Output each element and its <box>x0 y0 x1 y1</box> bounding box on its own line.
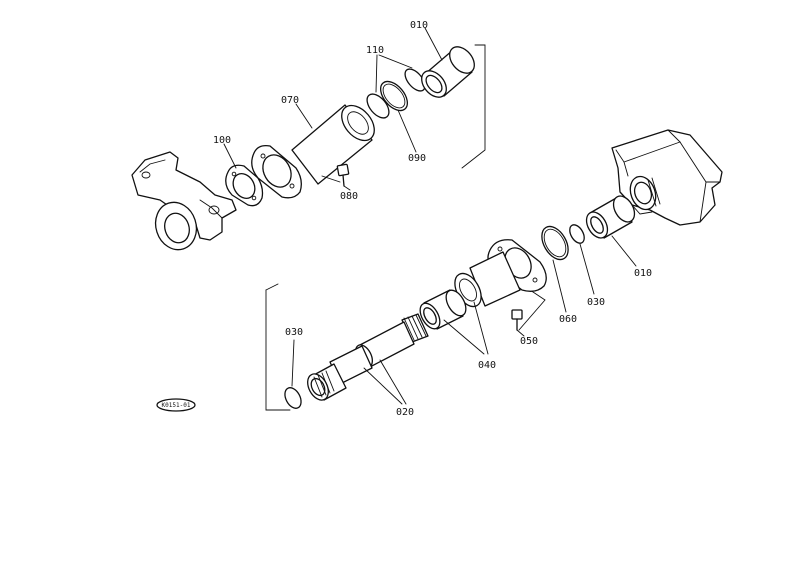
needle-bearing-010-top <box>421 46 475 98</box>
o-ring-060 <box>541 225 569 261</box>
snap-ring-030-left <box>284 387 302 409</box>
o-ring-090 <box>380 80 408 112</box>
callout-010-right: 010 <box>634 268 652 279</box>
callout-010-top: 010 <box>410 20 428 31</box>
axle-housing-bracket <box>131 151 237 251</box>
callout-080: 080 <box>340 191 358 202</box>
gearbox-housing <box>611 129 723 226</box>
sleeve-040 <box>419 289 467 330</box>
callout-050: 050 <box>520 336 538 347</box>
figure-code-badge: K0151-01 <box>156 398 196 412</box>
callout-100: 100 <box>213 135 231 146</box>
needle-bearing-010-right <box>585 195 636 239</box>
callout-060: 060 <box>559 314 577 325</box>
callout-090: 090 <box>408 153 426 164</box>
callout-labels: 010 110 070 100 090 080 010 030 060 050 … <box>213 20 652 418</box>
callout-030-right: 030 <box>587 297 605 308</box>
callout-020: 020 <box>396 407 414 418</box>
callout-110: 110 <box>366 45 384 56</box>
bolt-050 <box>511 309 523 331</box>
assembly-bracket-lines <box>265 44 546 411</box>
snap-rings-110 <box>366 68 426 119</box>
bolt-080 <box>321 163 350 187</box>
callout-030-left: 030 <box>285 327 303 338</box>
figure-code: K0151-01 <box>162 402 191 409</box>
flanged-tube-070 <box>251 104 375 199</box>
splined-shaft-020 <box>307 313 429 401</box>
callout-040: 040 <box>478 360 496 371</box>
leader-lines <box>223 27 637 405</box>
gasket-100 <box>225 164 264 207</box>
snap-ring-030-right <box>569 224 585 244</box>
callout-070: 070 <box>281 95 299 106</box>
flanged-tube-040 <box>454 239 547 308</box>
